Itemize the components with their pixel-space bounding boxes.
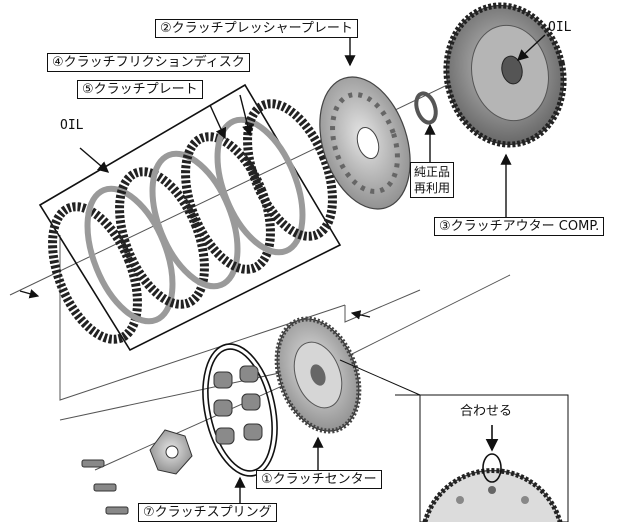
label-friction-disc: ④クラッチフリクションディスク: [47, 53, 250, 72]
pressure-plate-icon: [319, 76, 411, 210]
alignment-detail-inset: [339, 359, 569, 522]
thrust-washer-icon: [414, 91, 438, 125]
leader-arrows: [79, 34, 546, 505]
bolt-icon: [81, 459, 129, 515]
label-clutch-outer: ③クラッチアウター COMP.: [434, 217, 605, 236]
label-clutch-center: ①クラッチセンター: [256, 470, 382, 489]
label-pressure-plate: ②クラッチプレッシャープレート: [155, 19, 358, 38]
reuse-note-line1: 純正品: [414, 165, 451, 179]
label-clutch-spring: ⑦クラッチスプリング: [138, 503, 277, 522]
align-note: 合わせる: [460, 404, 513, 419]
oil-note-left: OIL: [60, 118, 84, 133]
reuse-note: 純正品 再利用: [410, 162, 455, 198]
axis-direction-markers: [19, 289, 371, 320]
clutch-pack-frame: [38, 83, 342, 352]
coil-spring-icon: [202, 343, 278, 477]
spring-holder-icon: [149, 429, 193, 475]
reuse-note-line2: 再利用: [414, 181, 451, 195]
oil-note-right: OIL: [548, 20, 572, 35]
friction-disc-stack: [48, 99, 337, 344]
label-clutch-plate: ⑤クラッチプレート: [77, 80, 203, 99]
clutch-hub-icon: [274, 316, 362, 434]
